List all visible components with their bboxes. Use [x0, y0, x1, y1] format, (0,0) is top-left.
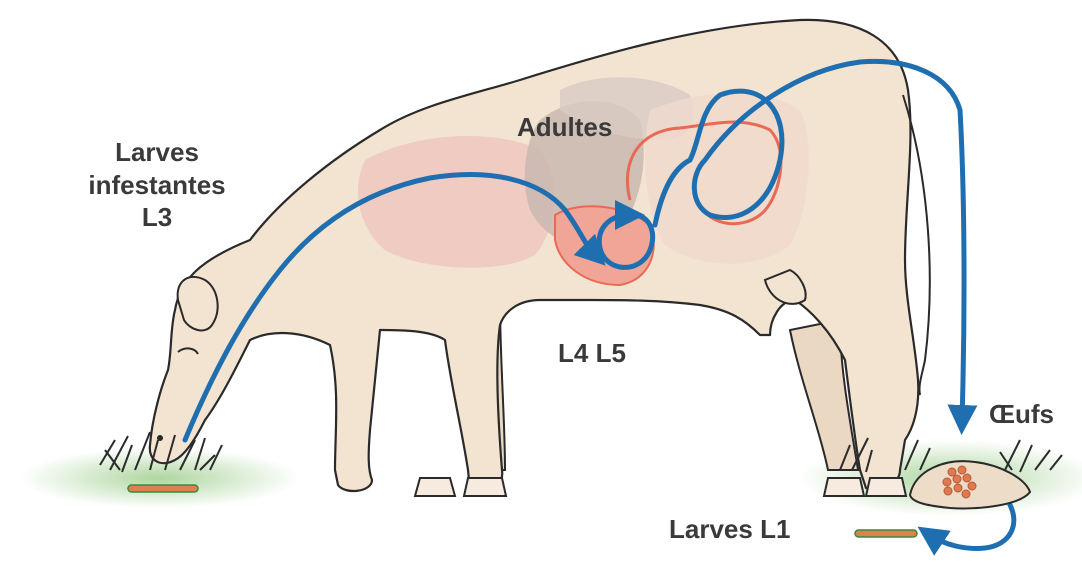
rumen — [358, 136, 554, 268]
label-larvae-l1: Larves L1 — [669, 513, 790, 546]
label-line: Larves — [62, 136, 252, 169]
larva-l1 — [855, 530, 917, 537]
label-line: L3 — [62, 201, 252, 234]
label-l4-l5: L4 L5 — [558, 337, 626, 370]
larva-l3 — [128, 485, 198, 492]
label-line: infestantes — [62, 169, 252, 202]
label-eggs: Œufs — [989, 398, 1054, 431]
label-infective-larvae-l3: Larves infestantes L3 — [62, 136, 252, 234]
cow-hooves — [415, 478, 906, 496]
label-adults: Adultes — [517, 111, 612, 144]
cow-body — [150, 20, 919, 492]
cow-far-legs — [455, 300, 858, 470]
